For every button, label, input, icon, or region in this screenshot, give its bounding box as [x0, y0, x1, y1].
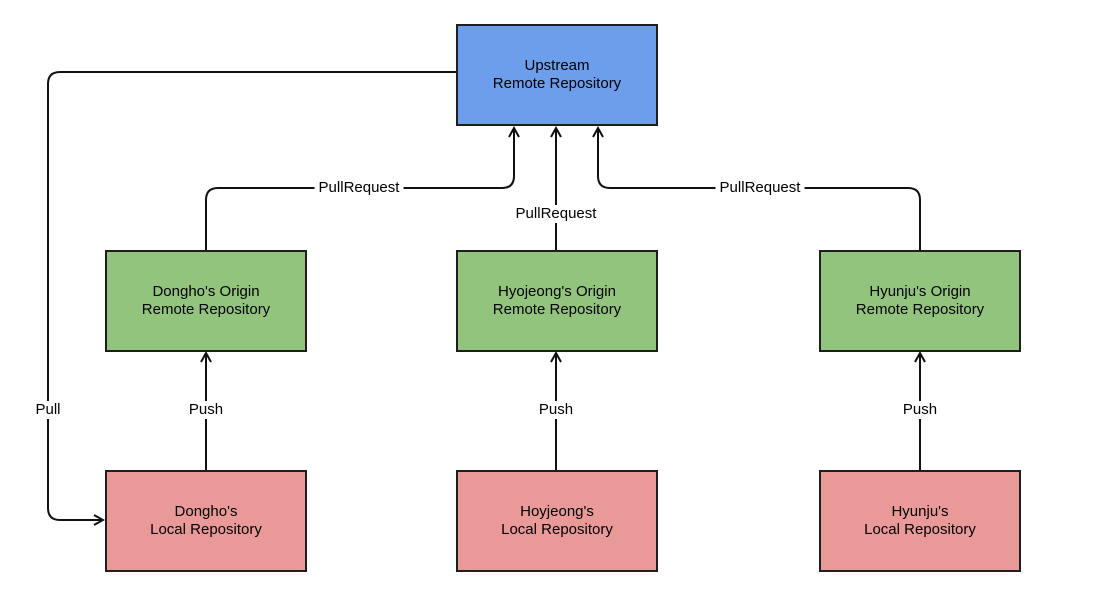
- pull-label: Pull: [31, 401, 65, 419]
- node-label-line2: Remote Repository: [855, 301, 985, 318]
- hyojeong-origin-remote-repository: Hyojeong's Origin Remote Repository: [456, 250, 658, 352]
- hyunju-local-repository: Hyunju's Local Repository: [819, 470, 1021, 572]
- node-label-line1: Hyunju's Origin: [869, 283, 971, 300]
- push-right-label: Push: [898, 401, 942, 419]
- node-label-line2: Remote Repository: [492, 301, 622, 318]
- node-label-line2: Remote Repository: [141, 301, 271, 318]
- node-label-line1: Dongho's Origin: [152, 283, 260, 300]
- push-center-label: Push: [534, 401, 578, 419]
- node-label-line1: Hyojeong's Origin: [498, 283, 616, 300]
- upstream-remote-repository: Upstream Remote Repository: [456, 24, 658, 126]
- push-left-label: Push: [184, 401, 228, 419]
- node-label-line1: Hyunju's: [891, 503, 949, 520]
- node-label-line1: Hoyjeong's: [520, 503, 594, 520]
- dongho-local-repository: Dongho's Local Repository: [105, 470, 307, 572]
- node-label-line2: Local Repository: [864, 521, 976, 538]
- node-label-line2: Remote Repository: [492, 75, 622, 92]
- node-label-line1: Dongho's: [174, 503, 238, 520]
- hoyjeong-local-repository: Hoyjeong's Local Repository: [456, 470, 658, 572]
- dongho-origin-remote-repository: Dongho's Origin Remote Repository: [105, 250, 307, 352]
- pull-connector: [47, 71, 456, 520]
- hyunju-origin-remote-repository: Hyunju's Origin Remote Repository: [819, 250, 1021, 352]
- pull-request-right-label: PullRequest: [715, 179, 805, 197]
- node-label-line2: Local Repository: [501, 521, 613, 538]
- node-label-line2: Local Repository: [150, 521, 262, 538]
- node-label-line1: Upstream: [524, 57, 590, 74]
- pull-request-left-label: PullRequest: [314, 179, 404, 197]
- pull-request-center-label: PullRequest: [511, 205, 601, 223]
